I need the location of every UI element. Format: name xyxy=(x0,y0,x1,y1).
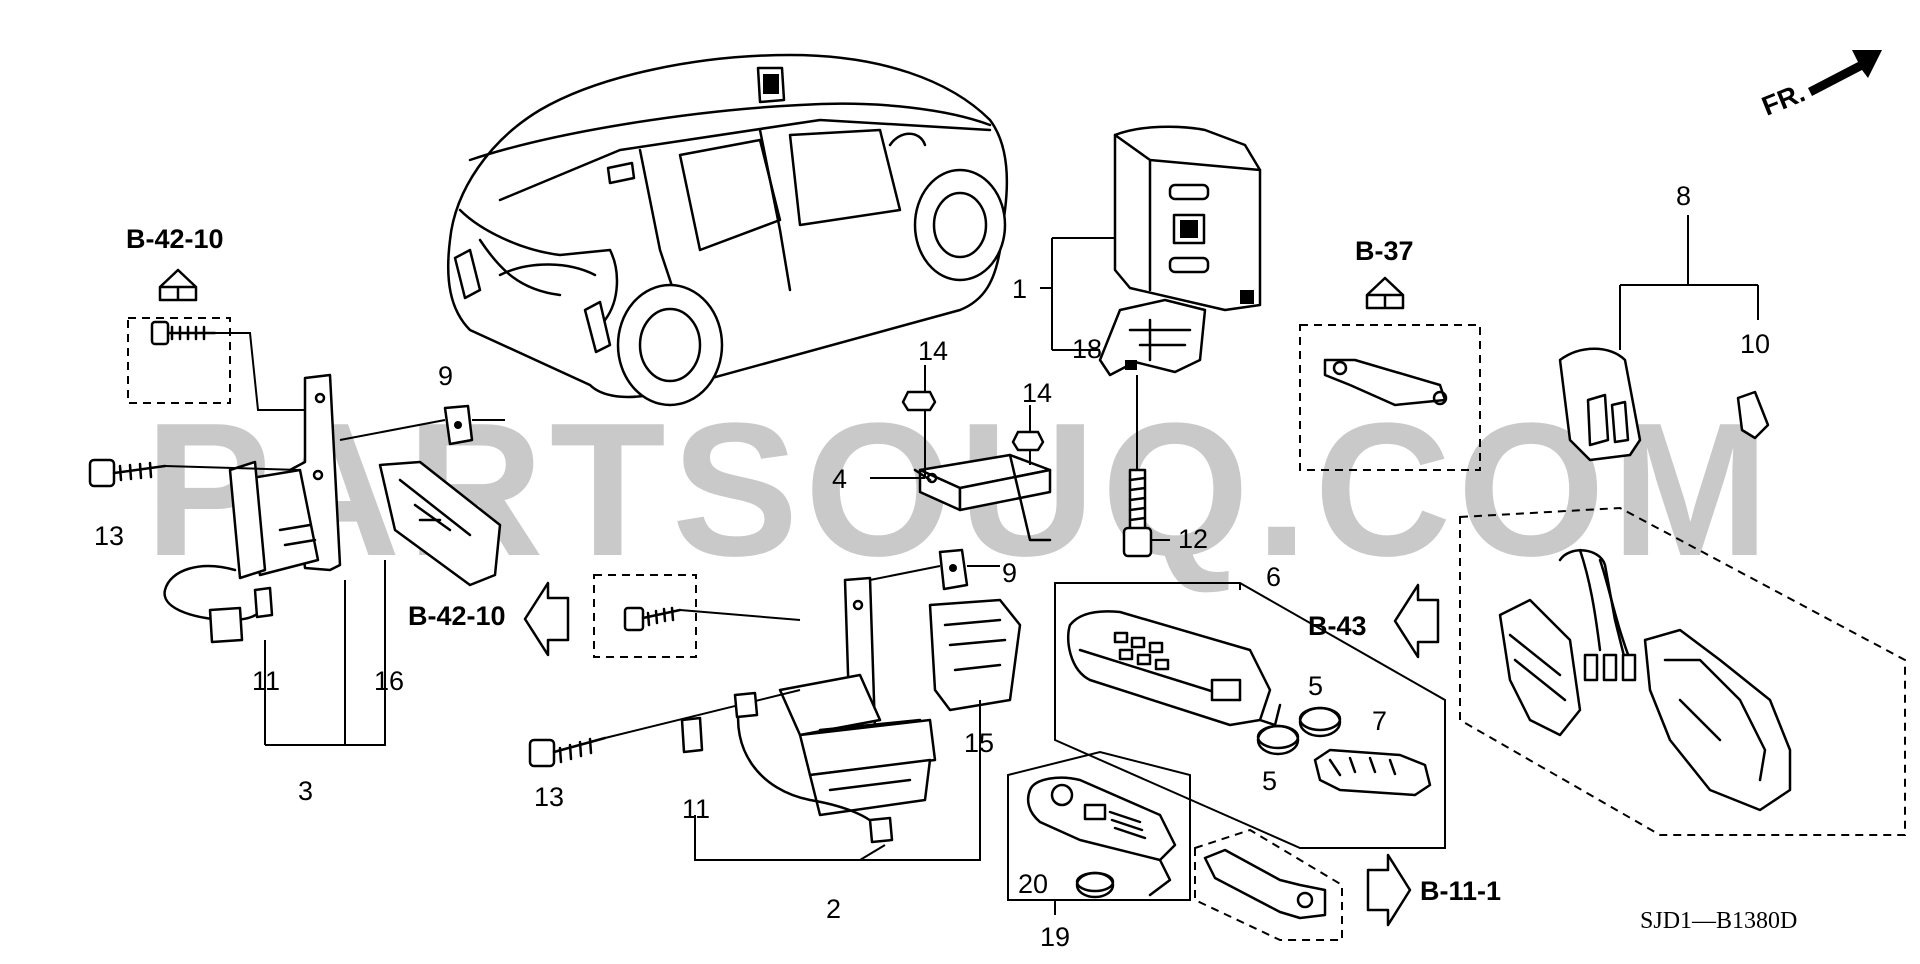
callout-1: 1 xyxy=(1012,274,1027,304)
callout-3: 3 xyxy=(298,776,313,806)
ref-b42-mid[interactable]: B-42-10 xyxy=(408,601,506,631)
nut-icon xyxy=(901,390,937,412)
arrow-up-icon xyxy=(158,268,198,302)
coin-battery-icon xyxy=(1256,724,1300,756)
callout-5-bottom: 5 xyxy=(1262,766,1277,796)
ref-b43[interactable]: B-43 xyxy=(1308,611,1367,641)
arrow-up-icon xyxy=(1365,276,1405,310)
relay-icon xyxy=(1558,347,1642,462)
callout-9-mid: 9 xyxy=(1002,558,1017,588)
callout-20: 20 xyxy=(1018,869,1048,899)
front-arrow-icon: FR. xyxy=(1758,50,1882,122)
arrow-right-icon xyxy=(1366,853,1412,927)
antenna-icon xyxy=(1323,358,1448,407)
callout-6: 6 xyxy=(1266,562,1281,592)
bolt-icon xyxy=(1122,468,1153,558)
callout-13-left: 13 xyxy=(94,521,124,551)
ref-b11[interactable]: B-11-1 xyxy=(1420,876,1501,906)
clip-icon xyxy=(938,548,969,591)
smart-key-fob-icon xyxy=(1066,610,1282,727)
nut-icon xyxy=(1011,430,1045,452)
bolt-icon xyxy=(528,736,607,768)
bolt-icon xyxy=(88,458,167,488)
callout-9-left: 9 xyxy=(438,361,453,391)
clip-icon xyxy=(1736,390,1770,440)
bracket-icon xyxy=(1643,628,1792,812)
bracket-icon xyxy=(1098,298,1207,377)
diagram-code: SJD1—B1380D xyxy=(1640,908,1797,934)
callout-16: 16 xyxy=(374,666,404,696)
keyless-remote-group: 20 19 xyxy=(1007,750,1191,952)
wire-harness-icon xyxy=(163,564,267,622)
callout-15: 15 xyxy=(964,728,994,758)
callout-5-top: 5 xyxy=(1308,671,1323,701)
callout-8: 8 xyxy=(1676,181,1691,211)
key-cover-icon xyxy=(1313,748,1432,797)
left-sensor-assembly: B-42-10 13 9 11 16 3 xyxy=(88,224,505,806)
keyless-remote-icon xyxy=(1026,776,1177,897)
vehicle-outline-icon xyxy=(446,53,1009,407)
receiver-box xyxy=(1459,506,1906,836)
middle-cover xyxy=(928,598,1022,712)
arrow-left-icon xyxy=(523,581,570,657)
wire-harness-icon xyxy=(736,698,882,832)
clip-icon xyxy=(443,404,474,446)
control-unit-icon xyxy=(1498,598,1582,737)
coin-battery-icon xyxy=(1298,706,1342,738)
wire-harness-icon xyxy=(1558,548,1637,682)
coin-battery-icon xyxy=(1075,871,1115,899)
callout-13-mid: 13 xyxy=(534,782,564,812)
smart-key-group: 6 B-43 5 5 7 xyxy=(1054,562,1446,849)
front-label: FR. xyxy=(1758,77,1810,121)
control-unit-icon xyxy=(1113,125,1262,312)
callout-19: 19 xyxy=(1040,922,1070,952)
bolt-group-box xyxy=(127,317,231,404)
emergency-key-box xyxy=(1194,828,1343,941)
middle-sensor-assembly: B-42-10 9 13 11 15 xyxy=(408,548,1022,924)
relay-assembly: 8 10 xyxy=(1558,181,1770,462)
callout-2: 2 xyxy=(826,894,841,924)
arrow-left-icon xyxy=(1393,583,1440,659)
emergency-key-icon xyxy=(1203,848,1327,920)
callout-12: 12 xyxy=(1178,524,1208,554)
callout-11-mid: 11 xyxy=(682,794,710,824)
bolt-group-box-mid xyxy=(593,574,697,658)
ref-b42-top[interactable]: B-42-10 xyxy=(126,224,224,254)
b37-box xyxy=(1299,324,1481,471)
callout-10: 10 xyxy=(1740,329,1770,359)
callout-11-left: 11 xyxy=(252,666,280,696)
control-unit-assembly: 1 18 12 xyxy=(1012,125,1262,558)
antenna-assembly: 14 14 4 xyxy=(832,336,1052,542)
callout-14-left: 14 xyxy=(918,336,948,366)
ref-b37[interactable]: B-37 xyxy=(1355,236,1414,266)
bolt-icon xyxy=(623,606,682,632)
bolt-icon xyxy=(150,320,217,346)
callout-4: 4 xyxy=(832,464,847,494)
emergency-key-group: B-11-1 xyxy=(1194,828,1501,941)
callout-14-right: 14 xyxy=(1022,378,1052,408)
callout-7: 7 xyxy=(1372,706,1387,736)
antenna-icon xyxy=(913,453,1052,542)
b37-antenna-group: B-37 xyxy=(1299,236,1481,471)
receiver-module-group xyxy=(1459,506,1906,836)
callout-18: 18 xyxy=(1072,334,1102,364)
